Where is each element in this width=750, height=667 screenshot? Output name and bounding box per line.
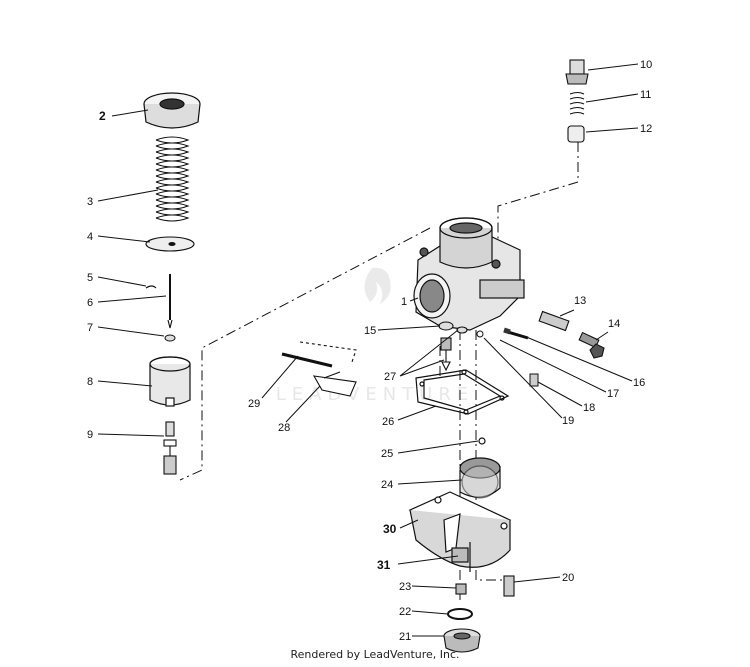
washer-part [164, 334, 176, 342]
callout-21: 21 [399, 631, 411, 643]
callout-25: 25 [381, 448, 393, 460]
callout-1: 1 [401, 296, 407, 308]
callout-20: 20 [562, 572, 574, 584]
callout-6: 6 [87, 297, 93, 309]
needle-part [145, 274, 173, 329]
spring-part [155, 136, 190, 222]
callout-17: 17 [607, 388, 619, 400]
cap-part [143, 92, 201, 129]
callout-11: 11 [640, 89, 651, 101]
callout-8: 8 [87, 376, 93, 388]
callout-9: 9 [87, 429, 93, 441]
callout-labels: 2 3 4 5 6 7 8 9 10 11 12 1 13 14 15 16 1… [87, 59, 652, 643]
leader-lines [97, 63, 639, 637]
callout-24: 24 [381, 479, 393, 491]
main-jet-part [438, 321, 468, 372]
callout-10: 10 [640, 59, 652, 71]
callout-27: 27 [384, 371, 396, 383]
pilot-screw-part [503, 310, 605, 359]
callout-3: 3 [87, 196, 93, 208]
callout-30: 30 [383, 522, 397, 536]
assembly-lines [179, 142, 579, 600]
small-screw-parts [476, 330, 539, 387]
callout-22: 22 [399, 606, 411, 618]
callout-13: 13 [574, 295, 586, 307]
float-bowl-part [408, 491, 512, 572]
drain-parts [443, 575, 515, 653]
callout-29: 29 [248, 398, 260, 410]
callout-14: 14 [608, 318, 620, 330]
callout-26: 26 [382, 416, 394, 428]
carburetor-body-part [413, 217, 525, 331]
plate-part [145, 236, 195, 252]
callout-18: 18 [583, 402, 595, 414]
callout-23: 23 [399, 581, 411, 593]
callout-16: 16 [633, 377, 645, 389]
footer-credit: Rendered by LeadVenture, Inc. [290, 648, 460, 661]
callout-2: 2 [99, 109, 106, 123]
float-pin-part [281, 341, 357, 397]
cable-adjuster-part [565, 59, 589, 143]
float-part [459, 437, 501, 499]
callout-19: 19 [562, 415, 574, 427]
callout-31: 31 [377, 558, 391, 572]
callout-15: 15 [364, 325, 376, 337]
callout-5: 5 [87, 272, 93, 284]
jet-part [163, 421, 177, 475]
callout-12: 12 [640, 123, 652, 135]
throttle-slide-part [149, 356, 191, 407]
callout-4: 4 [87, 231, 93, 243]
callout-7: 7 [87, 322, 93, 334]
gasket-part [415, 369, 510, 415]
callout-28: 28 [278, 422, 290, 434]
